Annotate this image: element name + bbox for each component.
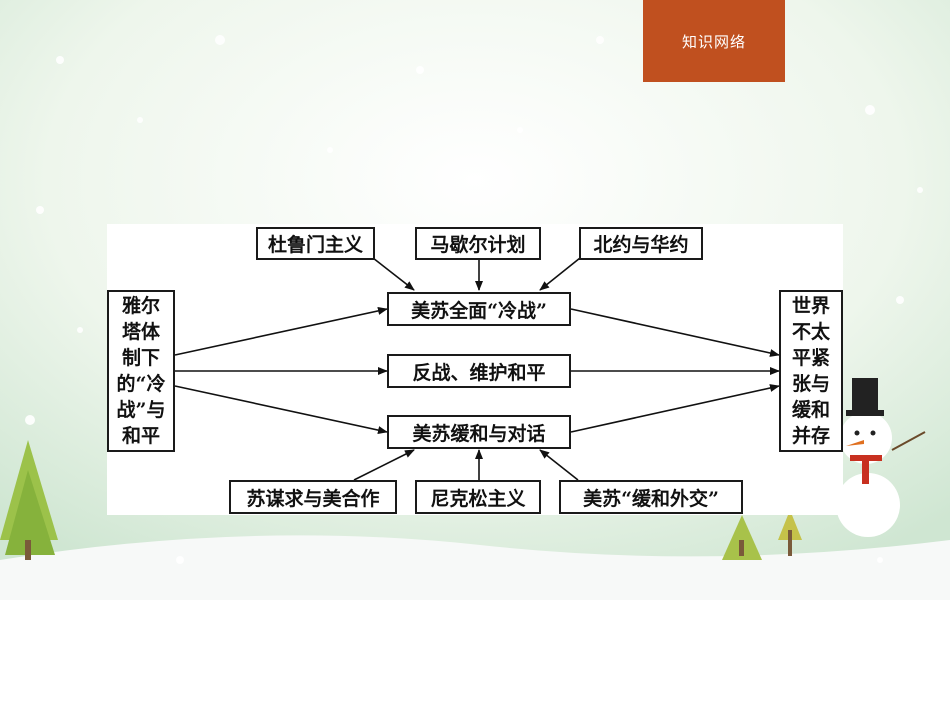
arrow-bottom-3 [539,449,579,481]
arrow-right-1 [570,308,780,357]
tree-left-icon [0,440,58,560]
tree-right-icon [722,510,802,560]
top-input-box: 马歇尔计划 [415,227,541,260]
bottom-input-box: 尼克松主义 [415,480,541,514]
bottom-input-box: 美苏“缓和外交” [559,480,743,514]
right-box-line: 缓和 [791,399,830,421]
middle-box: 美苏缓和与对话 [387,415,571,449]
left-box-line: 雅尔 [121,295,160,317]
middle-box: 反战、维护和平 [387,354,571,388]
arrow-right-3 [570,384,780,433]
top-input-box: 杜鲁门主义 [256,227,375,260]
arrow-top-1 [372,257,415,291]
left-box-line: 和平 [121,425,160,447]
top-input-box: 北约与华约 [579,227,703,260]
right-box-line: 张与 [791,373,830,395]
left-box-line: 战”与 [116,399,166,421]
arrow-bottom-1 [353,449,415,481]
right-box-line: 世界 [791,295,830,317]
snowman-icon [836,378,926,537]
left-box-line: 的“冷 [116,373,166,395]
right-box-line: 并存 [791,425,830,447]
arrow-left-3 [174,385,388,435]
bottom-input-box: 苏谋求与美合作 [229,480,397,514]
right-box-line: 不太 [791,321,830,343]
arrow-left-1 [174,306,388,356]
section-tag: 知识网络 [643,0,785,82]
left-box: 雅尔 塔体 制下 的“冷 战”与 和平 [107,290,175,452]
right-box: 世界 不太 平紧 张与 缓和 并存 [779,290,843,452]
left-box-line: 塔体 [121,321,160,343]
section-tag-label: 知识网络 [681,32,746,51]
right-box-line: 平紧 [791,347,830,369]
middle-box: 美苏全面“冷战” [387,292,571,326]
left-box-line: 制下 [121,347,160,369]
arrow-top-3 [539,257,581,291]
